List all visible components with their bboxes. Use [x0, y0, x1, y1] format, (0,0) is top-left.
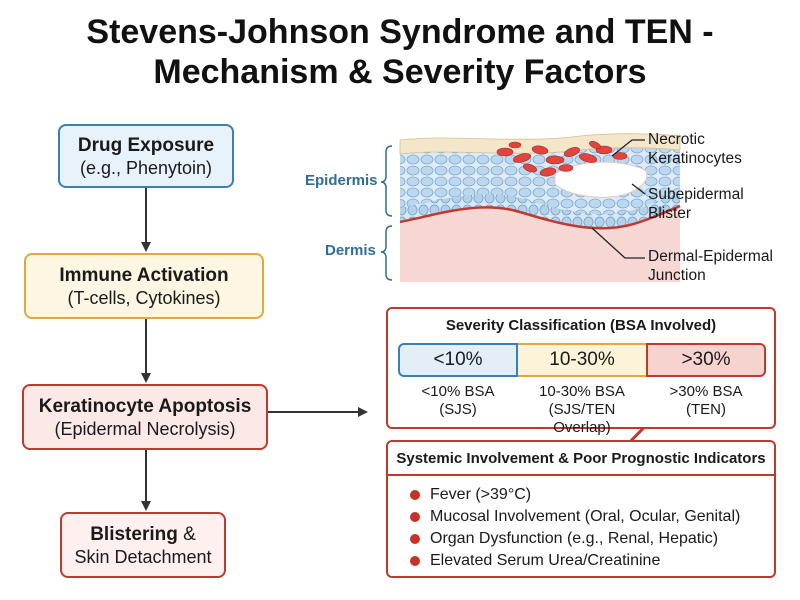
- dermis-brace: [380, 225, 393, 281]
- keratinocyte-apoptosis-title: Keratinocyte Apoptosis: [38, 395, 252, 417]
- indicator-mucosal: Mucosal Involvement (Oral, Ocular, Genit…: [408, 506, 740, 528]
- skin-cross-section: [399, 133, 681, 282]
- severity-segment-overlap: 10-30%: [518, 343, 646, 377]
- callout-line-blister: [631, 183, 646, 195]
- immune-activation-title: Immune Activation: [59, 264, 229, 286]
- callout-line-junction: [591, 227, 645, 259]
- severity-desc-sjs-line1: <10% BSA: [421, 383, 495, 400]
- severity-segment-ten: >30%: [646, 343, 766, 377]
- title-line-2: Mechanism & Severity Factors: [153, 53, 647, 91]
- severity-desc-overlap: 10-30% BSA (SJS/TEN Overlap): [518, 383, 646, 437]
- bullet-icon: [410, 534, 420, 544]
- blistering-bold: Blistering: [90, 523, 178, 545]
- callout-line-necrotic: [611, 139, 645, 157]
- severity-desc-sjs: <10% BSA (SJS): [398, 383, 518, 419]
- bullet-icon: [410, 556, 420, 566]
- indicator-organ: Organ Dysfunction (e.g., Renal, Hepatic): [408, 528, 740, 550]
- keratinocyte-apoptosis-sub: (Epidermal Necrolysis): [54, 418, 236, 439]
- severity-bar: <10% 10-30% >30%: [398, 343, 766, 377]
- callout-junction-line1: Dermal-Epidermal: [648, 248, 773, 265]
- immune-activation-sub: (T-cells, Cytokines): [67, 287, 221, 308]
- prognostic-indicator-list: Fever (>39°C) Mucosal Involvement (Oral,…: [408, 484, 740, 572]
- epidermis-brace: [380, 145, 393, 217]
- dermis-label: Dermis: [325, 242, 376, 259]
- indicator-fever-text: Fever (>39°C): [430, 486, 532, 503]
- indicator-organ-text: Organ Dysfunction (e.g., Renal, Hepatic): [430, 530, 719, 547]
- title-line-1: Stevens-Johnson Syndrome and TEN -: [86, 13, 714, 51]
- bullet-icon: [410, 490, 420, 500]
- flow-step-immune-activation: Immune Activation (T-cells, Cytokines): [24, 253, 264, 319]
- severity-classification-panel: Severity Classification (BSA Involved) <…: [386, 307, 776, 436]
- callout-blister-line2: Blister: [648, 205, 692, 222]
- drug-exposure-sub: (e.g., Phenytoin): [79, 157, 213, 178]
- callout-subepidermal-blister: Subepidermal Blister: [648, 185, 744, 223]
- indicator-urea-text: Elevated Serum Urea/Creatinine: [430, 552, 661, 569]
- severity-segment-sjs: <10%: [398, 343, 518, 377]
- diagram-title: Stevens-Johnson Syndrome and TEN - Mecha…: [0, 12, 800, 92]
- indicator-mucosal-text: Mucosal Involvement (Oral, Ocular, Genit…: [430, 508, 741, 525]
- flow-step-blistering: Blistering & Skin Detachment: [60, 512, 226, 578]
- callout-necrotic-line2: Keratinocytes: [648, 150, 742, 167]
- severity-desc-ten-line2: (TEN): [686, 401, 726, 418]
- flow-step-keratinocyte-apoptosis: Keratinocyte Apoptosis (Epidermal Necrol…: [22, 384, 268, 450]
- indicator-fever: Fever (>39°C): [408, 484, 740, 506]
- callout-dermal-epidermal-junction: Dermal-Epidermal Junction: [648, 247, 773, 285]
- severity-desc-overlap-line2: (SJS/TEN Overlap): [548, 401, 616, 436]
- severity-desc-ten: >30% BSA (TEN): [646, 383, 766, 419]
- bullet-icon: [410, 512, 420, 522]
- blistering-ampersand: &: [177, 523, 196, 545]
- epidermis-label: Epidermis: [305, 172, 378, 189]
- callout-necrotic-keratinocytes: Necrotic Keratinocytes: [648, 130, 742, 168]
- callout-junction-line2: Junction: [648, 267, 706, 284]
- callout-necrotic-line1: Necrotic: [648, 131, 705, 148]
- callout-blister-line1: Subepidermal: [648, 186, 744, 203]
- severity-desc-sjs-line2: (SJS): [439, 401, 477, 418]
- severity-desc-overlap-line1: 10-30% BSA: [539, 383, 625, 400]
- systemic-title: Systemic Involvement & Poor Prognostic I…: [388, 442, 774, 476]
- severity-title: Severity Classification (BSA Involved): [445, 317, 717, 334]
- blistering-sub: Skin Detachment: [74, 546, 212, 567]
- systemic-involvement-panel: Systemic Involvement & Poor Prognostic I…: [386, 440, 776, 578]
- necrotic-cells: [496, 140, 628, 177]
- drug-exposure-title: Drug Exposure: [77, 134, 215, 156]
- severity-desc-ten-line1: >30% BSA: [669, 383, 743, 400]
- blistering-title: Blistering &: [62, 523, 224, 546]
- indicator-urea: Elevated Serum Urea/Creatinine: [408, 550, 740, 572]
- flow-step-drug-exposure: Drug Exposure (e.g., Phenytoin): [58, 124, 234, 188]
